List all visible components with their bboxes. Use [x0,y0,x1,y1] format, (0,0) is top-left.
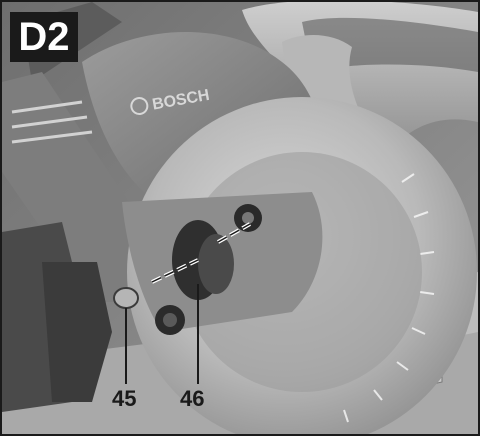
callout-45: 45 [112,386,137,411]
callout-46: 46 [180,386,205,411]
figure-label-badge: D2 [10,12,78,62]
